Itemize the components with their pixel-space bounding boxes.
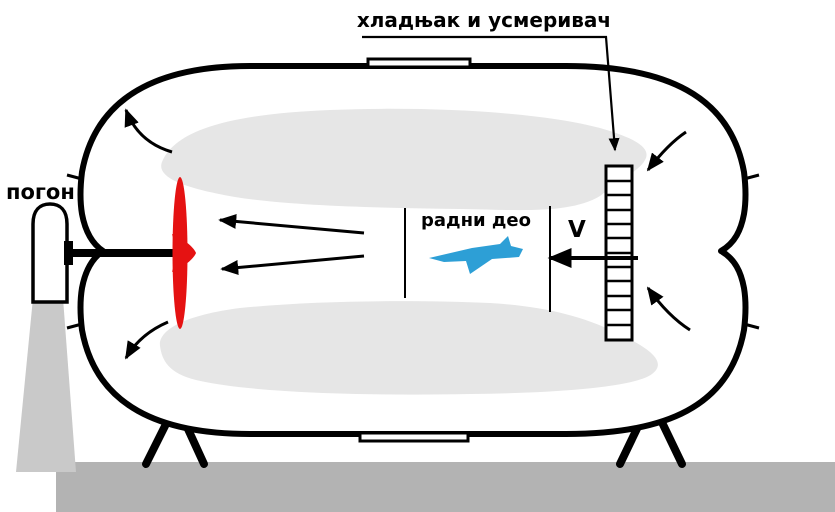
label-cooler-straightener: хладњак и усмеривач [357,8,611,32]
label-working-section: радни део [421,210,531,231]
inner-wall-bottom [159,301,658,395]
access-hatch-top [366,57,472,69]
label-velocity: V [568,217,586,243]
inner-wall-top [161,108,647,211]
flow-arrow-bottom-left [124,320,169,360]
ground [56,462,835,512]
cooler-label-pointer [362,35,620,152]
flow-arrow-top-right [646,130,687,172]
propeller-spinner [172,234,196,272]
flow-arrow-diffuser-upper [218,213,365,235]
flow-arrow-top-left [124,108,173,154]
flow-arrows [124,108,691,360]
drive-motor-housing [31,202,69,304]
motor-pedestal [16,298,76,472]
flow-arrow-bottom-right [646,286,691,332]
drive-shaft [66,249,174,257]
label-drive: погон [6,180,75,204]
panel-joint-ticks [66,173,760,330]
cooler-straightener [604,164,634,342]
access-hatch-bottom [358,431,470,443]
cooler-cells [607,179,631,327]
flow-arrow-diffuser-lower [220,254,365,275]
airplane-model [429,236,523,274]
